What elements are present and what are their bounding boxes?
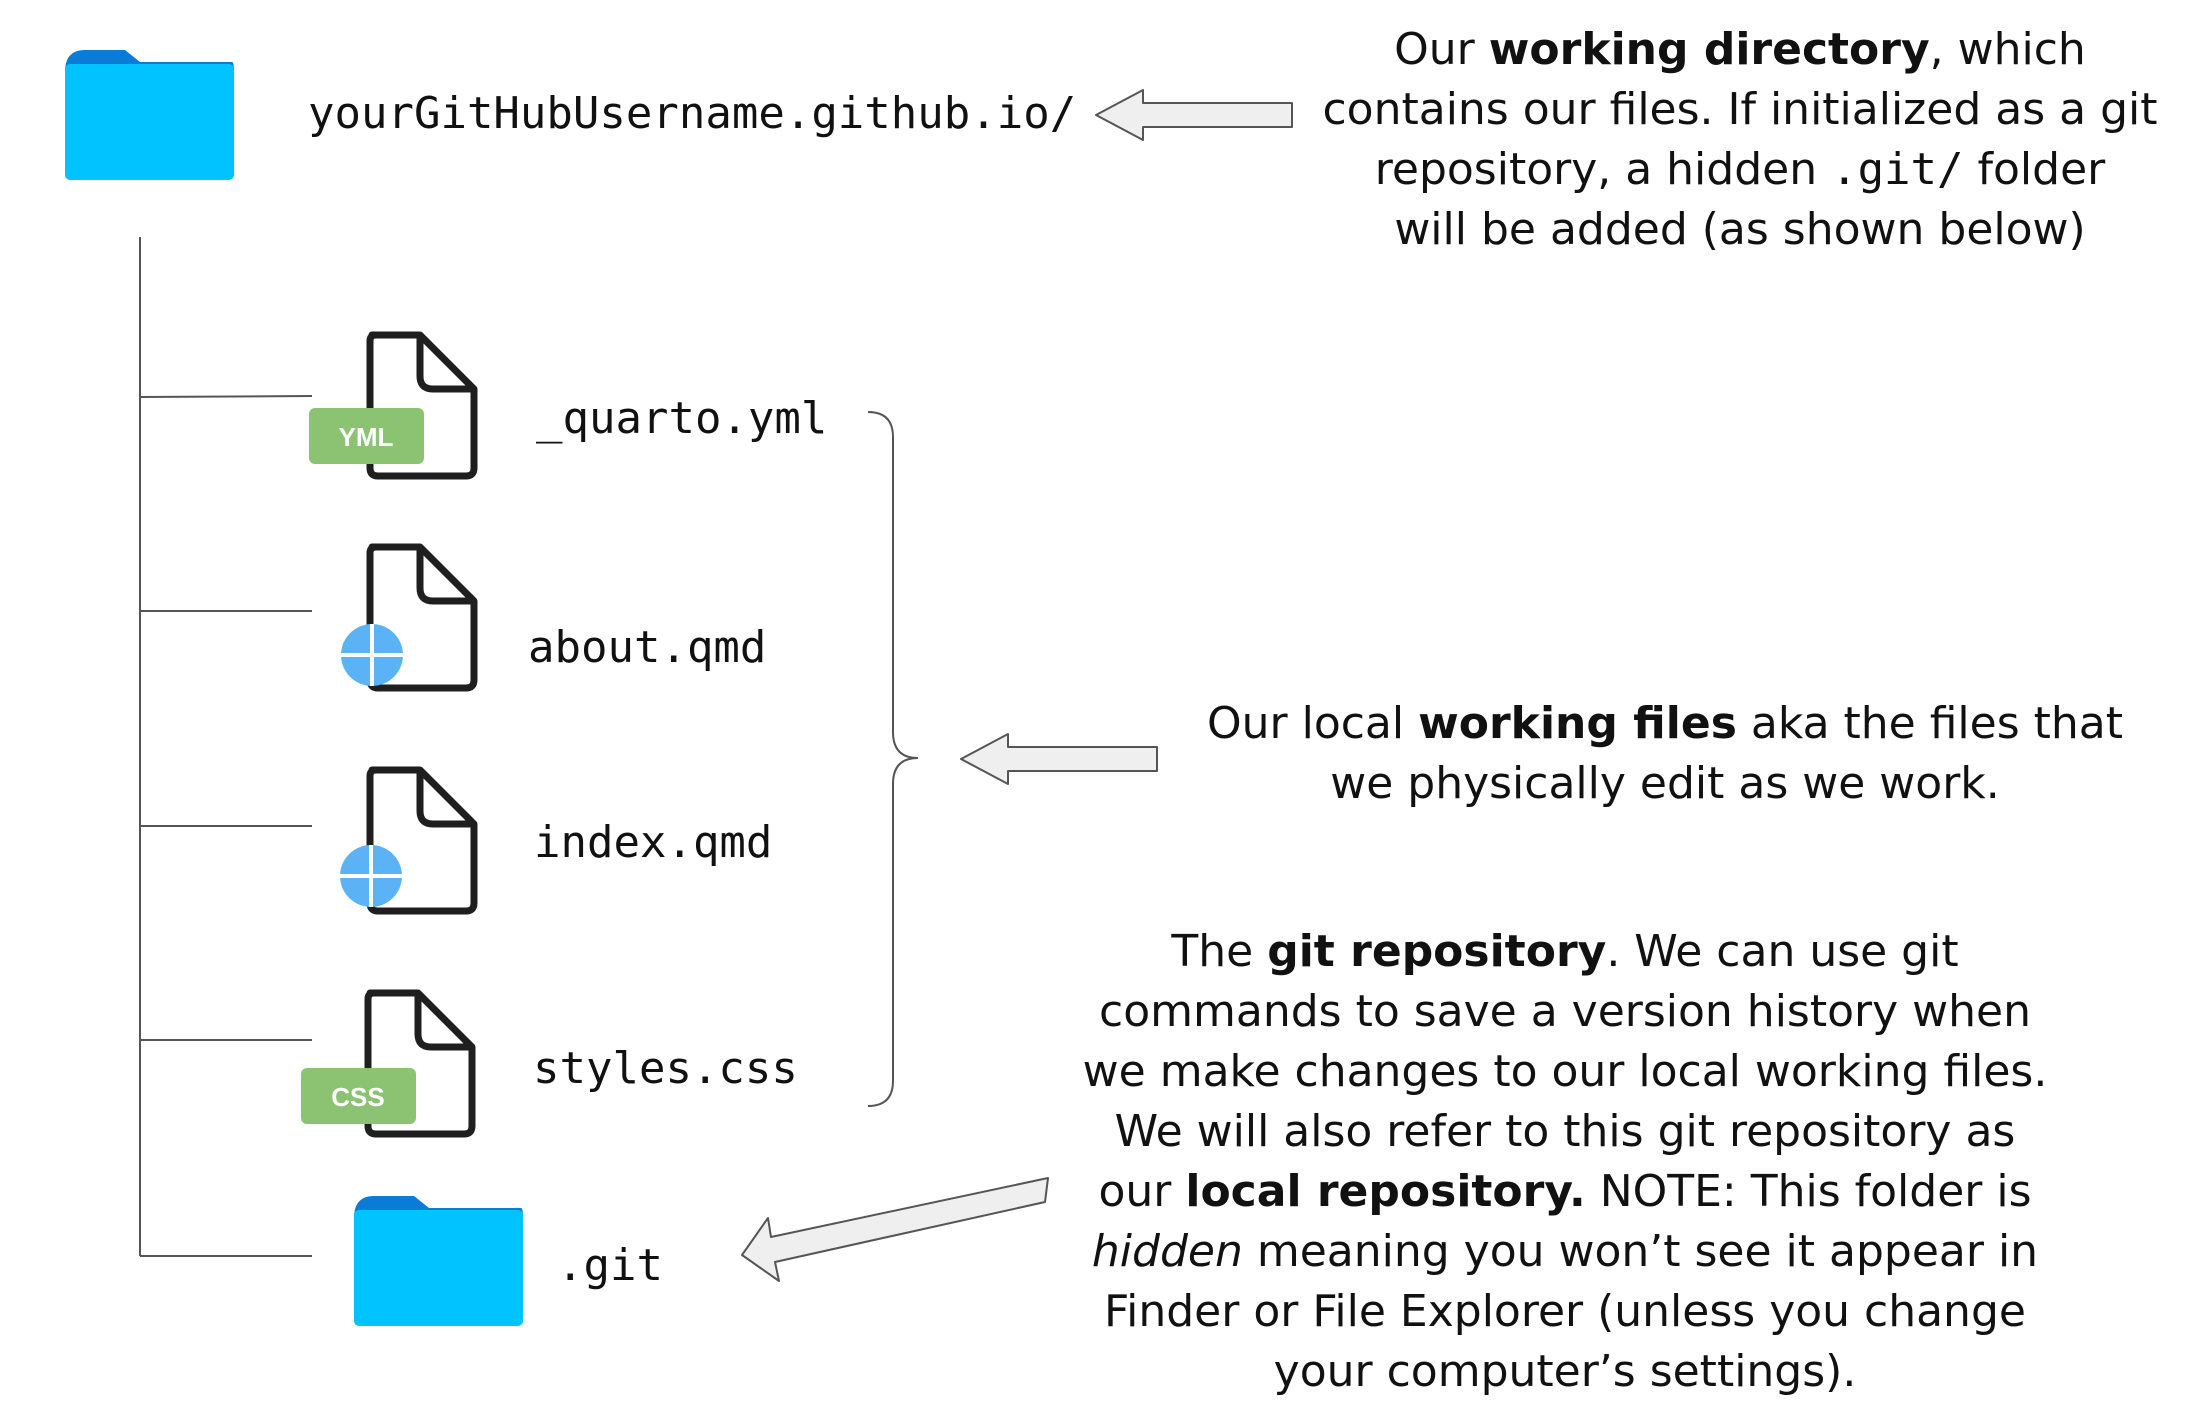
git-folder-label: .git	[557, 1240, 663, 1291]
root-folder-label: yourGitHubUsername.github.io/	[308, 88, 1076, 139]
tree-lines	[139, 237, 313, 1257]
css-file-icon: CSS	[301, 989, 476, 1138]
yml-badge-label: YML	[339, 422, 394, 452]
arrow-to-git-folder	[741, 1177, 1049, 1282]
note-working-files: Our local working files aka the files th…	[1207, 698, 2123, 809]
yml-badge	[309, 408, 424, 464]
note-working-directory: Our working directory, which contains ou…	[1322, 24, 2158, 255]
curly-brace	[867, 411, 919, 1107]
note-git-repository: The git repository. We can use git comma…	[1082, 926, 2048, 1397]
file-label-quarto-yml: _quarto.yml	[536, 393, 827, 444]
arrow-to-root-folder	[1095, 89, 1293, 141]
git-folder-icon	[354, 1196, 523, 1326]
arrow-to-working-files	[960, 733, 1158, 785]
yml-file-icon: YML	[309, 331, 478, 480]
quarto-logo-icon	[341, 624, 403, 686]
file-label-about-qmd: about.qmd	[528, 622, 766, 673]
quarto-logo-icon	[340, 845, 402, 907]
root-folder-icon	[65, 50, 234, 180]
css-badge-label: CSS	[331, 1082, 384, 1112]
quarto-file-icon	[341, 543, 478, 692]
quarto-file-icon	[340, 766, 478, 915]
css-badge	[301, 1068, 416, 1124]
file-label-index-qmd: index.qmd	[534, 817, 772, 868]
file-label-styles-css: styles.css	[533, 1043, 798, 1094]
